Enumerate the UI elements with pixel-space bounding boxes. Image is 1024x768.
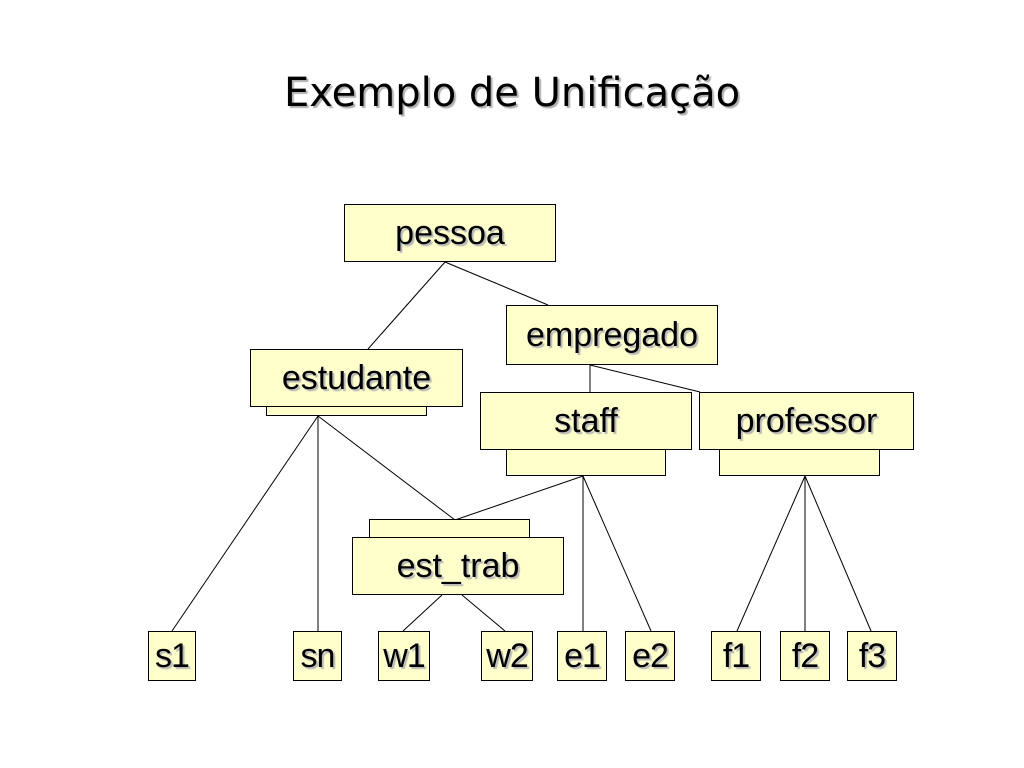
staff-back-box — [506, 448, 666, 476]
leaf-w2: w2 — [481, 631, 533, 681]
leaf-w1: w1 — [378, 631, 430, 681]
leaf-s1: s1 — [148, 631, 196, 681]
leaf-f2: f2 — [780, 631, 830, 681]
node-estudante: estudante — [250, 349, 463, 407]
page-title: Exemplo de Unificação — [283, 70, 741, 116]
leaf-e2: e2 — [625, 631, 675, 681]
edge-est-trab-w1 — [402, 594, 443, 632]
professor-back-box — [719, 448, 880, 476]
node-est-trab: est_trab — [352, 537, 564, 595]
node-pessoa: pessoa — [344, 204, 556, 262]
node-staff: staff — [480, 392, 692, 450]
edge-staff-e2 — [582, 475, 652, 632]
edge-pessoa-empregado — [444, 261, 549, 306]
edge-professor-f3 — [804, 475, 872, 632]
edge-pessoa-estudante — [367, 261, 446, 350]
edge-professor-f1 — [736, 475, 806, 632]
leaf-e1: e1 — [557, 631, 607, 681]
edge-estudante-s1 — [171, 415, 319, 632]
edge-estudante-est-trab — [317, 415, 456, 521]
node-empregado: empregado — [506, 305, 718, 365]
est-trab-back-box — [369, 519, 530, 539]
node-professor: professor — [699, 392, 914, 450]
leaf-sn: sn — [293, 631, 342, 681]
leaf-f3: f3 — [847, 631, 897, 681]
leaf-f1: f1 — [711, 631, 761, 681]
edge-staff-est-trab — [454, 475, 584, 521]
edge-est-trab-w2 — [461, 594, 506, 632]
edge-empregado-professor — [589, 364, 701, 393]
